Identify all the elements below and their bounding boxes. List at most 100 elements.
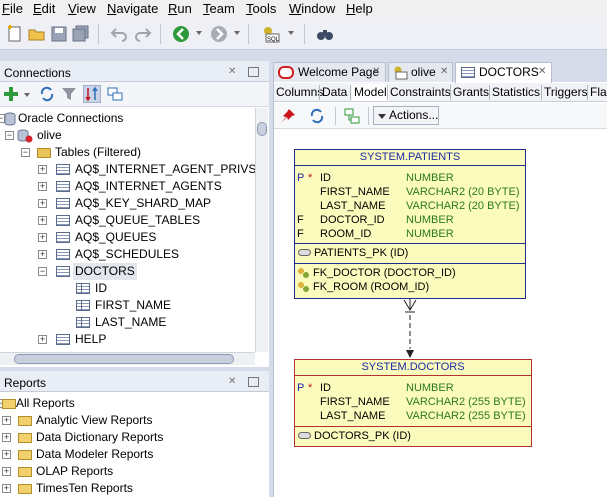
scroll-thumb[interactable] [257, 122, 267, 136]
minimize-icon[interactable] [248, 377, 259, 387]
tab-olive[interactable]: olive ✕ [388, 62, 453, 82]
expand-icon[interactable]: + [2, 415, 11, 425]
tab-welcome-page[interactable]: Welcome Page ✕ [273, 62, 386, 82]
sort-icon[interactable] [83, 85, 101, 103]
open-folder-icon[interactable] [28, 25, 46, 43]
expand-icon[interactable]: + [38, 334, 47, 344]
expand-icon[interactable]: + [2, 449, 11, 459]
menu-file[interactable]: File [2, 1, 23, 16]
tab-data[interactable]: Data [322, 85, 348, 99]
refresh-icon[interactable] [39, 86, 55, 102]
close-icon[interactable]: ✕ [228, 66, 237, 77]
erd-table-patients[interactable]: SYSTEM.PATIENTS P * ID NUMBER FIRST_NAME… [294, 149, 526, 299]
actions-menu-button[interactable]: Actions... [373, 106, 439, 125]
table-icon [56, 164, 70, 175]
expand-icon[interactable]: + [38, 215, 47, 225]
expand-icon[interactable]: + [2, 483, 11, 493]
refresh-icon[interactable] [309, 108, 325, 124]
erd-table-name: SYSTEM.PATIENTS [295, 150, 525, 166]
erd-primary-key: PATIENTS_PK (ID) [295, 245, 525, 262]
scroll-thumb[interactable] [14, 354, 234, 364]
expand-icon[interactable]: + [38, 249, 47, 259]
forward-dropdown-icon[interactable] [234, 31, 240, 35]
schema-browser-icon[interactable] [107, 86, 123, 102]
horizontal-scrollbar[interactable] [0, 352, 255, 365]
expand-icon[interactable]: + [38, 164, 47, 174]
fk-flag: F [297, 214, 304, 226]
erd-table-doctors[interactable]: SYSTEM.DOCTORS P * ID NUMBER FIRST_NAME … [294, 359, 532, 447]
binoculars-icon[interactable] [316, 25, 334, 43]
tab-columns[interactable]: Columns [276, 85, 324, 99]
menu-tools[interactable]: Tools [246, 1, 277, 16]
save-icon[interactable] [50, 25, 68, 43]
tree-label: olive [37, 128, 62, 142]
tree-label: LAST_NAME [95, 315, 167, 329]
back-dropdown-icon[interactable] [196, 31, 202, 35]
menu-navigate[interactable]: Navigate [107, 1, 159, 16]
foreign-key-icon [297, 281, 310, 293]
collapse-icon[interactable]: − [5, 130, 14, 140]
expand-icon[interactable]: + [38, 198, 47, 208]
tab-flashback[interactable]: Fla [590, 85, 607, 99]
expand-icon[interactable]: + [2, 432, 11, 442]
report-folder-icon [18, 433, 32, 443]
erd-table-name: SYSTEM.DOCTORS [295, 360, 531, 376]
connections-title: Connections [4, 66, 71, 80]
tab-statistics[interactable]: Statistics [492, 85, 541, 99]
menu-run[interactable]: Run [168, 1, 192, 16]
toolbar-separator [304, 24, 305, 44]
actions-label: Actions... [389, 108, 439, 122]
undo-icon[interactable] [110, 25, 128, 43]
required-flag: * [308, 172, 313, 184]
menu-help[interactable]: Help [346, 1, 373, 16]
tree-label: DOCTORS [73, 263, 137, 280]
vertical-scrollbar[interactable] [255, 108, 268, 352]
forward-icon[interactable] [210, 25, 228, 43]
key-icon [298, 249, 311, 256]
column-type: VARCHAR2 (255 BYTE) [406, 410, 526, 422]
tree-label: ID [95, 281, 107, 295]
new-file-icon[interactable] [6, 25, 24, 43]
layout-icon[interactable] [344, 108, 360, 124]
tab-grants[interactable]: Grants [453, 85, 490, 99]
collapse-icon[interactable]: − [38, 266, 47, 276]
close-icon[interactable]: ✕ [228, 376, 237, 387]
menu-bar: File Edit View Navigate Run Team Tools W… [0, 0, 607, 18]
close-tab-icon[interactable]: ✕ [538, 66, 547, 77]
connections-title-bar: Connections ✕ [0, 61, 269, 82]
back-icon[interactable] [172, 25, 190, 43]
add-dropdown-icon[interactable] [24, 93, 30, 97]
tree-label: Data Dictionary Reports [36, 430, 164, 444]
tab-constraints[interactable]: Constraints [390, 85, 451, 99]
pk-constraint: PATIENTS_PK (ID) [314, 247, 409, 259]
tab-model[interactable]: Model [352, 84, 389, 101]
close-tab-icon[interactable]: ✕ [440, 66, 449, 77]
expand-icon[interactable]: + [38, 232, 47, 242]
folder-icon [37, 148, 51, 158]
sql-worksheet-icon[interactable]: SQL [262, 25, 280, 43]
menu-team[interactable]: Team [203, 1, 235, 16]
tree-label: Data Modeler Reports [36, 447, 154, 461]
menu-view[interactable]: View [68, 1, 96, 16]
column-name: FIRST_NAME [320, 186, 390, 198]
collapse-icon[interactable]: − [21, 147, 30, 157]
expand-icon[interactable]: + [38, 181, 47, 191]
dropdown-arrow-icon [378, 114, 386, 119]
menu-window[interactable]: Window [289, 1, 336, 16]
expand-icon[interactable]: + [2, 466, 11, 476]
menu-edit[interactable]: Edit [33, 1, 56, 16]
pin-icon[interactable] [280, 108, 296, 124]
save-all-icon[interactable] [72, 25, 90, 43]
sql-dropdown-icon[interactable] [288, 31, 294, 35]
table-icon [56, 334, 70, 345]
connection-icon [17, 129, 33, 143]
tab-triggers[interactable]: Triggers [544, 85, 588, 99]
relationship-connector[interactable] [400, 299, 420, 361]
add-connection-icon[interactable] [3, 86, 19, 102]
redo-icon[interactable] [134, 25, 152, 43]
minimize-icon[interactable] [248, 67, 259, 77]
filter-icon[interactable] [61, 86, 77, 102]
close-tab-icon[interactable]: ✕ [372, 66, 381, 77]
tab-label: DOCTORS [479, 65, 539, 79]
tab-doctors[interactable]: DOCTORS ✕ [455, 62, 552, 83]
